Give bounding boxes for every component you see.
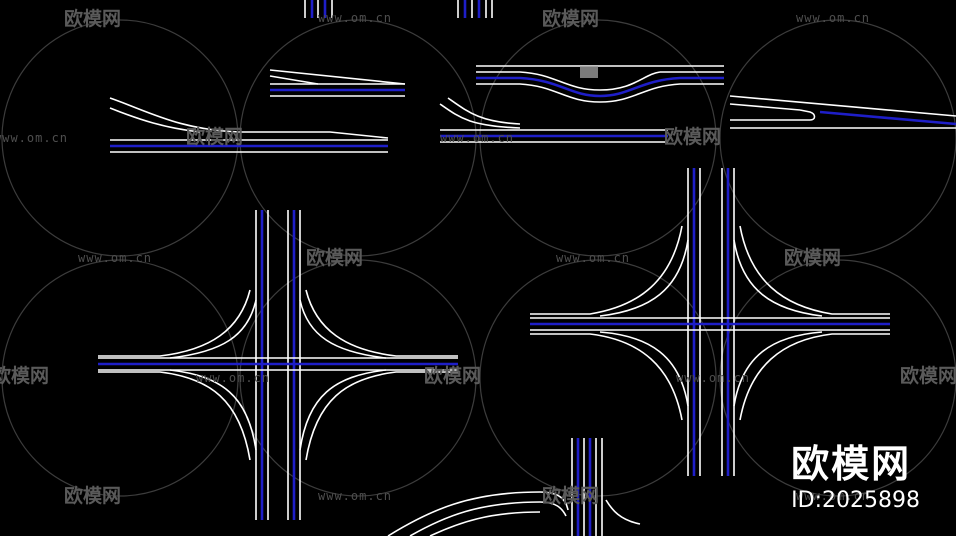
watermark-brand: 欧模网 bbox=[306, 246, 363, 269]
watermark-url: www.om.cn bbox=[318, 11, 392, 25]
watermark-url: www.om.cn bbox=[796, 11, 870, 25]
cross-intersection-right bbox=[530, 168, 890, 476]
watermark-brand: 欧模网 bbox=[186, 125, 243, 148]
watermark-brand: 欧模网 bbox=[64, 484, 121, 507]
watermark-url: www.om.cn bbox=[796, 489, 870, 503]
lane-widening-drawing bbox=[439, 65, 724, 143]
watermark-url: www.om.cn bbox=[440, 131, 514, 145]
watermark-text-layer: 欧模网 欧模网 欧模网 欧模网 欧模网 欧模网 欧模网 欧模网 欧模网 欧模网 … bbox=[0, 7, 956, 507]
watermark-circle-pattern bbox=[1, 19, 956, 497]
watermark-brand: 欧模网 bbox=[0, 364, 49, 387]
brand-badge-name: 欧模网 bbox=[791, 442, 912, 486]
watermark-url: www.om.cn bbox=[196, 371, 270, 385]
watermark-brand: 欧模网 bbox=[542, 484, 599, 507]
watermark-url: www.om.cn bbox=[318, 489, 392, 503]
brand-badge: 欧模网 ID:2025898 bbox=[791, 442, 920, 514]
watermark-url: www.om.cn bbox=[676, 371, 750, 385]
bottom-t-junction bbox=[387, 438, 641, 536]
watermark-brand: 欧模网 bbox=[424, 364, 481, 387]
top-road-stubs bbox=[304, 0, 493, 18]
cross-intersection-left bbox=[98, 210, 458, 520]
watermark-brand: 欧模网 bbox=[900, 364, 956, 387]
watermark-url: www.om.cn bbox=[0, 131, 68, 145]
watermark-brand: 欧模网 bbox=[542, 7, 599, 30]
watermark-brand: 欧模网 bbox=[64, 7, 121, 30]
watermark-brand: 欧模网 bbox=[784, 246, 841, 269]
watermark-brand: 欧模网 bbox=[664, 125, 721, 148]
merge-lane-drawing bbox=[109, 97, 389, 153]
taper-lane-drawing bbox=[269, 69, 406, 97]
right-taper-drawing bbox=[729, 95, 956, 129]
brand-badge-id: ID:2025898 bbox=[791, 488, 920, 513]
watermark-url: www.om.cn bbox=[556, 251, 630, 265]
watermark-url: www.om.cn bbox=[78, 251, 152, 265]
